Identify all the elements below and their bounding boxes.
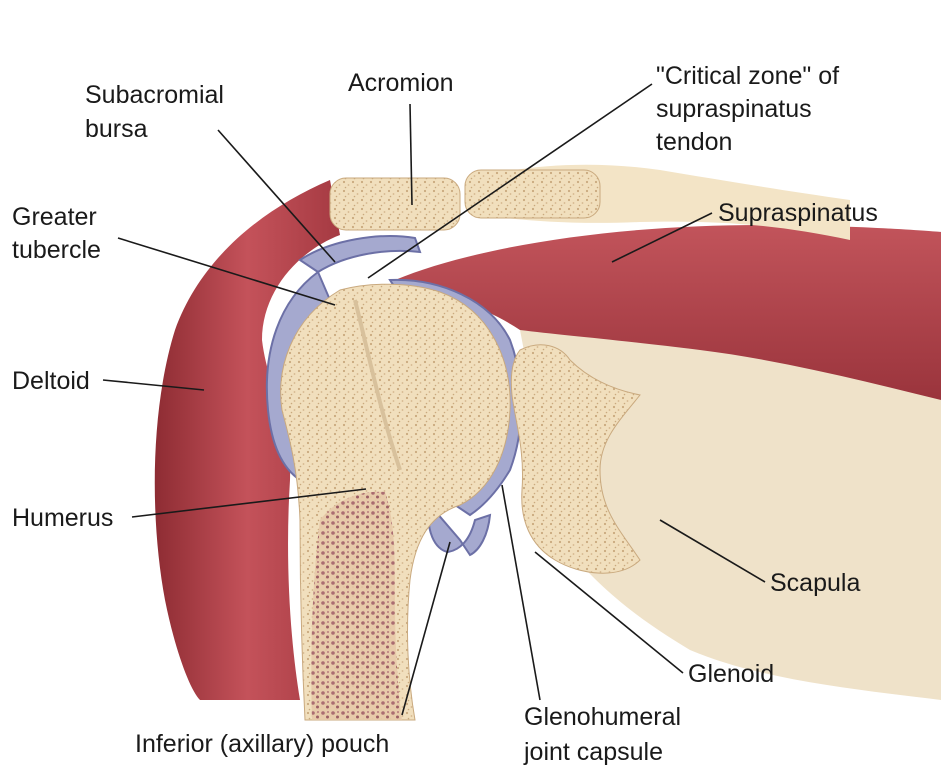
inferior-pouch (427, 502, 492, 557)
acromion-bone (329, 177, 461, 231)
label-greater-tubercle: Greater tubercle (12, 203, 104, 264)
deltoid-muscle (154, 180, 340, 700)
label-deltoid: Deltoid (12, 367, 90, 395)
leader-joint-capsule (501, 484, 541, 701)
leader-supraspinatus (611, 212, 713, 263)
label-acromion: Acromion (348, 69, 454, 97)
humerus-marrow (311, 491, 402, 720)
label-glenoid: Glenoid (688, 660, 774, 688)
leader-scapula (659, 519, 766, 583)
label-supraspinatus: Supraspinatus (718, 199, 878, 227)
label-inferior-pouch: Inferior (axillary) pouch (135, 730, 389, 758)
glenoid-bone (510, 344, 641, 574)
leader-deltoid (102, 379, 205, 391)
supraspinatus-muscle (395, 225, 941, 400)
label-scapula: Scapula (770, 569, 860, 597)
label-critical-zone: "Critical zone" of supraspinatus tendon (656, 62, 846, 156)
label-subacromial-bursa: Subacromial bursa (85, 81, 231, 143)
leader-humerus (131, 488, 367, 518)
leader-subacromial-bursa (217, 129, 336, 263)
epiphyseal-line (353, 299, 402, 471)
leader-acromion (409, 103, 413, 206)
leader-greater-tubercle (117, 237, 336, 306)
leader-inferior-pouch (401, 541, 451, 716)
label-joint-capsule: Glenohumeral joint capsule (523, 703, 688, 766)
acromion-bone-right (464, 169, 601, 219)
leader-critical-zone (367, 83, 653, 279)
scapula-body (520, 326, 941, 700)
leader-glenoid (534, 551, 684, 674)
label-humerus: Humerus (12, 504, 113, 532)
